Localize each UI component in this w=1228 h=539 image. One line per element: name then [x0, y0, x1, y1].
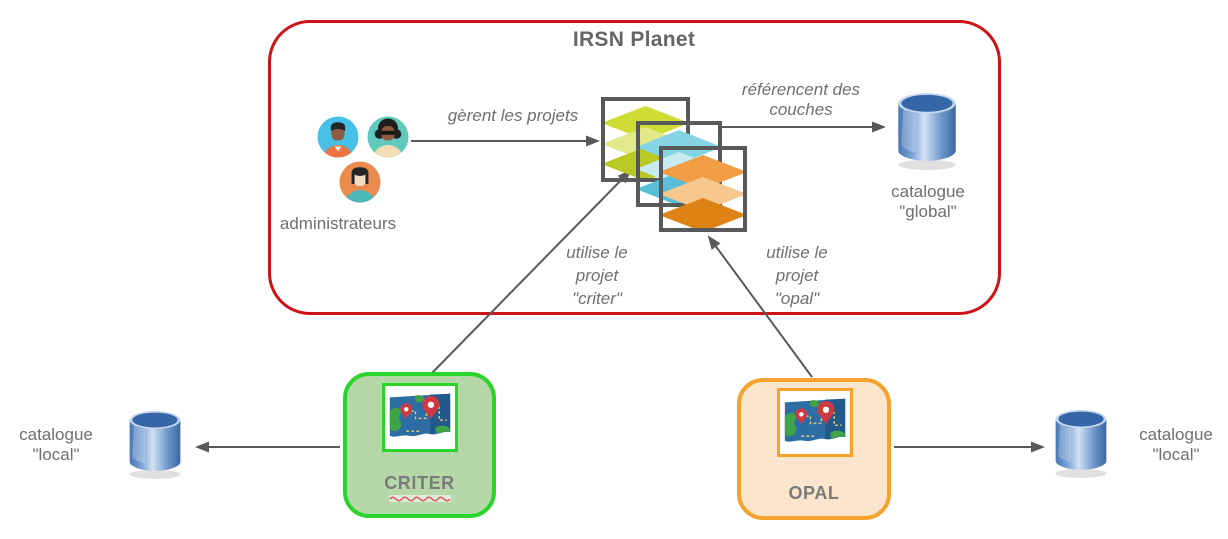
- layer-panel-orange: [659, 146, 747, 232]
- opal-local-catalog-database-icon: [1052, 408, 1110, 479]
- avatar-admin-2: [367, 116, 409, 158]
- criter-local-catalog-label: catalogue "local": [19, 425, 93, 464]
- criter-local-catalog-database-icon: [126, 409, 184, 480]
- project-layers-stack-icon: [601, 97, 747, 232]
- opal-map-frame: [777, 388, 853, 457]
- global-catalog-label: catalogue "global": [891, 182, 965, 221]
- avatar-admin-3: [339, 161, 381, 203]
- map-with-pins-icon: [783, 394, 847, 451]
- opal-local-catalog-label: catalogue "local": [1139, 425, 1213, 464]
- criter-spellcheck-squiggle: [388, 495, 451, 502]
- opal-label: OPAL: [788, 483, 840, 503]
- global-catalog-database-icon: [894, 91, 960, 171]
- opal-box: OPAL: [737, 378, 891, 520]
- irsn-planet-title: IRSN Planet: [572, 28, 696, 51]
- administrators-avatars: [317, 116, 409, 203]
- map-with-pins-icon: [388, 389, 452, 446]
- reference-layers-arrow-label: référencent des couches: [741, 80, 861, 119]
- avatar-admin-1: [317, 116, 359, 158]
- uses-opal-arrow-label: utilise le projet "opal": [766, 243, 828, 308]
- irsn-planet-box: [268, 20, 1001, 315]
- manage-projects-arrow-label: gèrent les projets: [447, 106, 579, 125]
- criter-box: CRITER: [343, 372, 496, 518]
- criter-map-frame: [382, 383, 458, 452]
- uses-criter-arrow-label: utilise le projet "criter": [566, 243, 628, 308]
- criter-label: CRITER: [384, 473, 455, 493]
- administrators-label: administrateurs: [279, 214, 397, 233]
